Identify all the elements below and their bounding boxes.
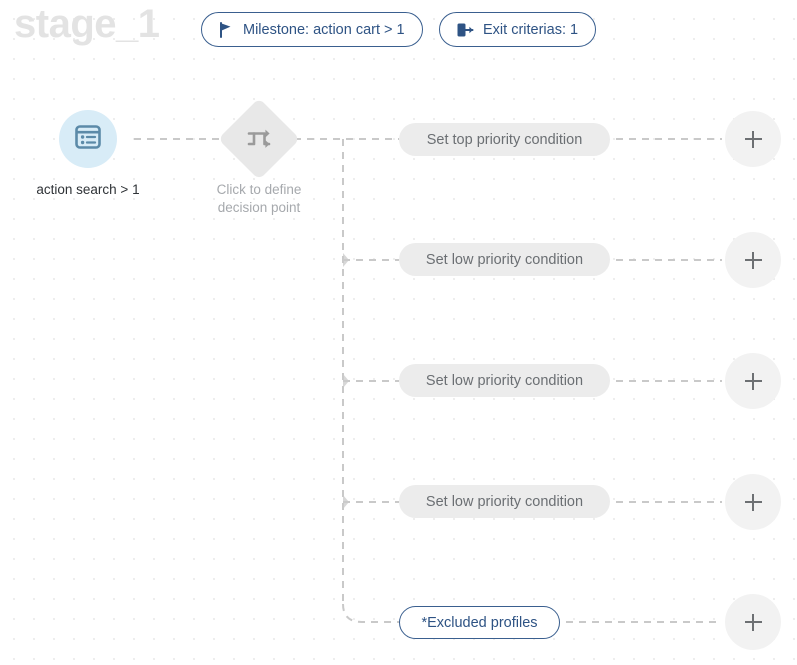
wire-trunk-to-branch-5 [342, 603, 399, 623]
start-node-label: action search > 1 [36, 182, 140, 197]
list-form-icon [74, 123, 102, 156]
start-node[interactable]: action search > 1 [28, 110, 148, 199]
branch-arrows-icon [246, 126, 272, 152]
exit-criteria-chip-label: Exit criterias: 1 [483, 21, 579, 38]
page-title: stage_1 [14, 2, 160, 46]
exit-criteria-chip[interactable]: Exit criterias: 1 [439, 12, 597, 47]
milestone-chip-label: Milestone: action cart > 1 [243, 21, 405, 38]
add-branch-button-5[interactable] [725, 594, 781, 650]
wire-arrowheads [343, 253, 349, 509]
branch-pill-1[interactable]: Set top priority condition [399, 123, 610, 156]
add-branch-button-1[interactable] [725, 111, 781, 167]
branch-pill-3[interactable]: Set low priority condition [399, 364, 610, 397]
add-branch-button-4[interactable] [725, 474, 781, 530]
excluded-profiles-pill[interactable]: *Excluded profiles [399, 606, 560, 639]
branch-pill-2[interactable]: Set low priority condition [399, 243, 610, 276]
milestone-chip[interactable]: Milestone: action cart > 1 [201, 12, 423, 47]
decision-node-diamond [217, 97, 301, 181]
add-branch-button-2[interactable] [725, 232, 781, 288]
start-node-circle [59, 110, 117, 168]
exit-door-icon [457, 22, 474, 38]
decision-node[interactable]: Click to define decision point [199, 97, 319, 217]
branch-pill-4[interactable]: Set low priority condition [399, 485, 610, 518]
add-branch-button-3[interactable] [725, 353, 781, 409]
decision-node-label: Click to define decision point [216, 182, 302, 215]
flag-icon [219, 21, 234, 38]
